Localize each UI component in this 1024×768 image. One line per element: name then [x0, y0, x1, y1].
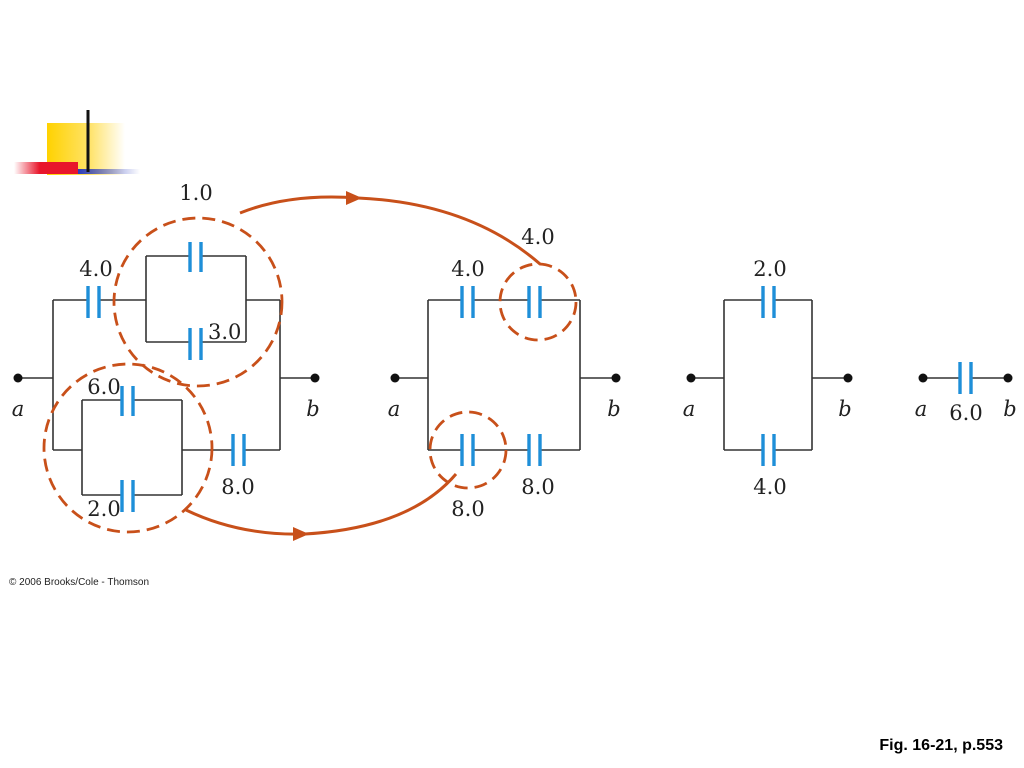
highlight-circle-parallel-top	[112, 216, 284, 388]
terminal-a-node	[390, 373, 400, 383]
label-6: 6.0	[87, 375, 120, 399]
terminal-b-label: b	[306, 397, 319, 421]
highlight-circle-parallel-bottom	[42, 362, 214, 534]
terminal-a-node	[918, 373, 928, 383]
circuit-3: 2.0 4.0 a b	[683, 257, 853, 499]
circuit-1-capacitor-3	[188, 328, 203, 360]
label-4: 4.0	[753, 475, 786, 499]
circuit-1-capacitor-4	[86, 286, 101, 318]
arrow-bottom-head	[293, 527, 309, 541]
circuit-3-capacitor-2	[761, 286, 776, 318]
circuit-1-wires	[18, 255, 315, 496]
highlight-circle-top-right	[498, 262, 578, 342]
terminal-a-label: a	[915, 397, 928, 421]
terminal-b-node	[310, 373, 320, 383]
terminal-a-label: a	[388, 397, 401, 421]
terminal-a-label: a	[12, 397, 25, 421]
slide-decoration	[14, 110, 140, 175]
terminal-a-node	[13, 373, 23, 383]
label-1: 1.0	[179, 181, 212, 205]
terminal-a-node	[686, 373, 696, 383]
arrow-top	[239, 195, 541, 266]
circuit-2-capacitor-4-left	[460, 286, 475, 318]
label-4: 4.0	[79, 257, 112, 281]
deco-blue-bar	[78, 169, 140, 174]
circuit-1-capacitor-8	[231, 434, 246, 466]
terminal-b-label: b	[1003, 397, 1016, 421]
label-6: 6.0	[949, 401, 982, 425]
terminal-b-label: b	[607, 397, 620, 421]
circuit-2-capacitor-8-right	[527, 434, 542, 466]
circuit-2-capacitor-4-right	[527, 286, 542, 318]
label-2: 2.0	[87, 497, 120, 521]
circuit-1-capacitor-2	[120, 480, 135, 512]
deco-red-bar	[14, 162, 78, 174]
circuit-2-wires	[395, 299, 616, 451]
circuit-2-capacitor-8-left	[460, 434, 475, 466]
label-4-right: 4.0	[521, 225, 554, 249]
terminal-b-node	[611, 373, 621, 383]
label-8-right: 8.0	[521, 475, 554, 499]
terminal-b-label: b	[838, 397, 851, 421]
terminal-a-label: a	[683, 397, 696, 421]
circuit-3-wires	[691, 299, 848, 451]
circuit-1-capacitor-6	[120, 386, 135, 416]
circuit-1-capacitor-1	[188, 242, 203, 272]
terminal-b-node	[843, 373, 853, 383]
label-2: 2.0	[753, 257, 786, 281]
label-8: 8.0	[221, 475, 254, 499]
circuit-1: 4.0 1.0 3.0 6.0 2.0 8.0 a b	[12, 181, 320, 534]
terminal-b-node	[1003, 373, 1013, 383]
copyright-text: © 2006 Brooks/Cole - Thomson	[9, 577, 149, 588]
label-3: 3.0	[208, 320, 241, 344]
circuit-3-capacitor-4	[761, 434, 776, 466]
circuit-4: 6.0 a b	[915, 362, 1017, 425]
circuit-4-capacitor-6	[958, 362, 973, 394]
reduction-arrows	[185, 191, 541, 541]
figure-reference: Fig. 16-21, p.553	[879, 737, 1003, 754]
highlight-circle-bottom-left	[428, 410, 508, 490]
circuit-2: 4.0 4.0 8.0 8.0 a b	[388, 225, 621, 521]
arrow-top-head	[346, 191, 362, 205]
label-4-left: 4.0	[451, 257, 484, 281]
label-8-left: 8.0	[451, 497, 484, 521]
